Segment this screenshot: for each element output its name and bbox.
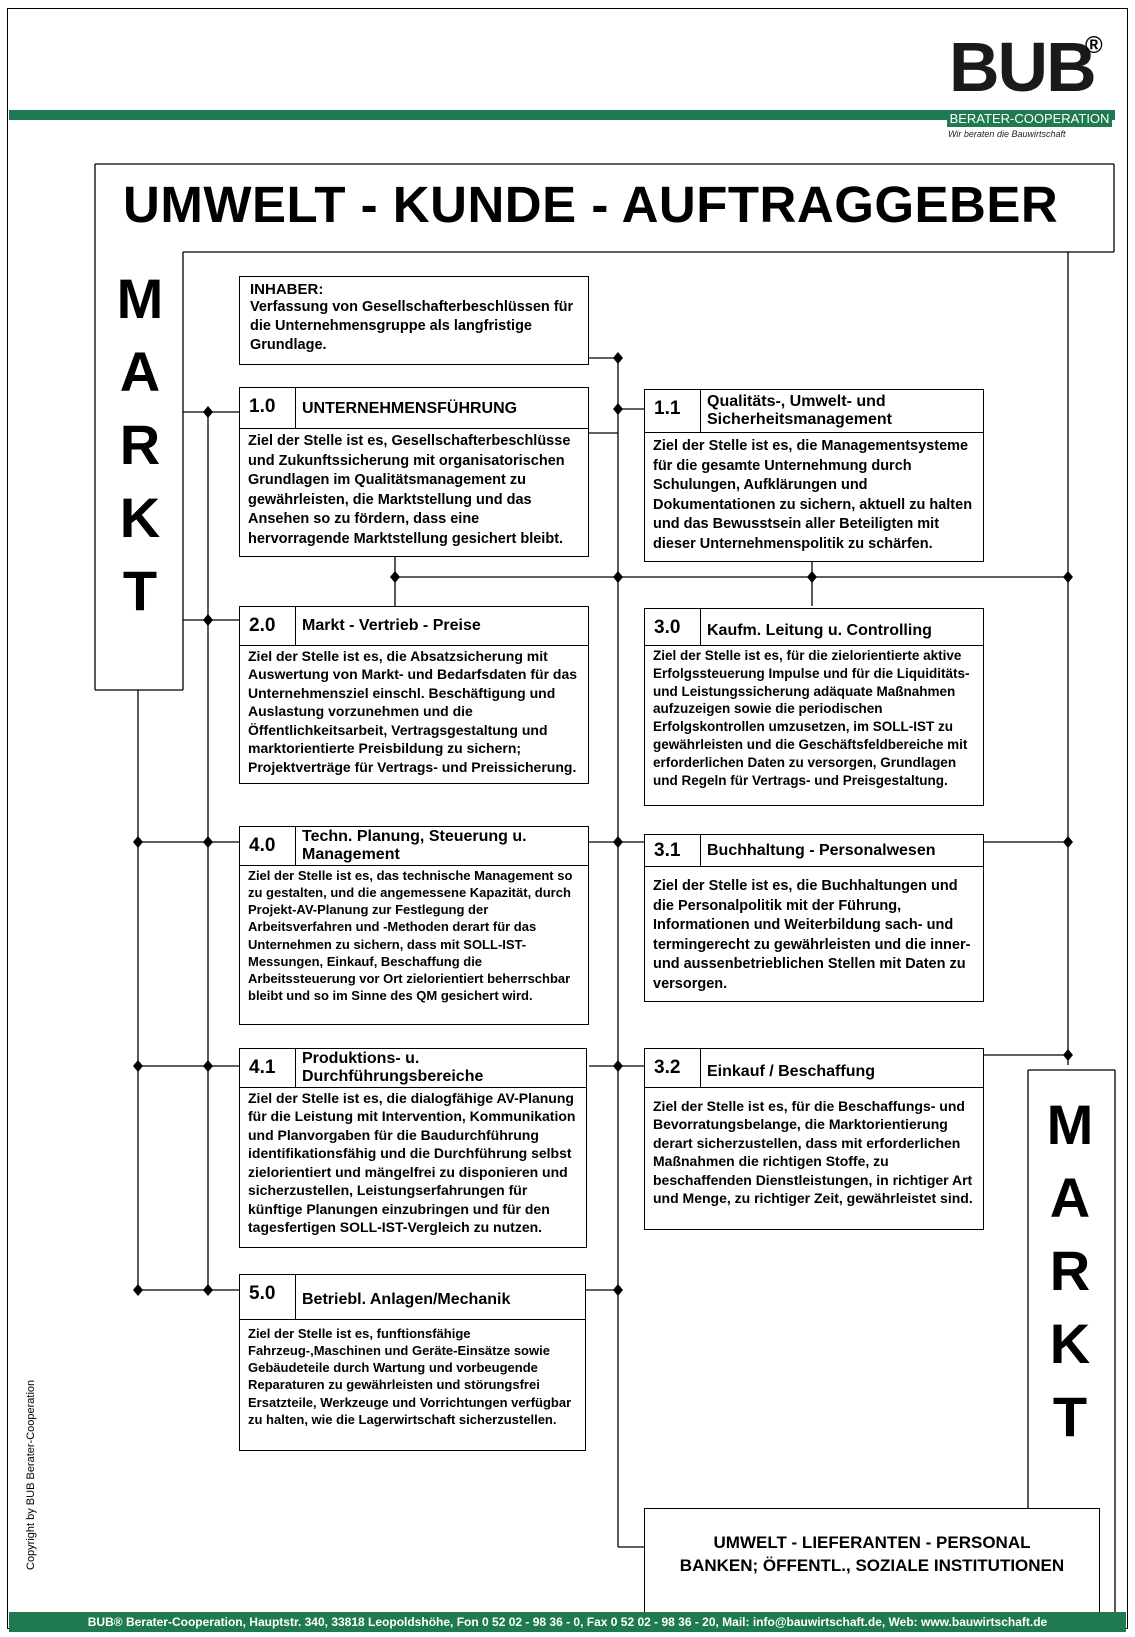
unit-box-4-0: 4.0 Techn. Planung, Steuerung u. Managem… — [239, 826, 589, 1025]
owner-label: INHABER: — [250, 281, 324, 298]
unit-box-5-0: 5.0 Betriebl. Anlagen/Mechanik Ziel der … — [239, 1274, 586, 1451]
unit-title: UNTERNEHMENSFÜHRUNG — [302, 400, 518, 417]
unit-description: Ziel der Stelle ist es, funftionsfähige … — [248, 1326, 572, 1427]
unit-box-3-2: 3.2 Einkauf / Beschaffung Ziel der Stell… — [644, 1048, 984, 1230]
market-left-letter: R — [119, 413, 161, 476]
unit-header: 5.0 Betriebl. Anlagen/Mechanik — [240, 1275, 585, 1320]
unit-box-1-1: 1.1 Qualitäts-, Umwelt- und Sicherheitsm… — [644, 389, 984, 562]
footer-contact: BUB® Berater-Cooperation, Hauptstr. 340,… — [9, 1612, 1126, 1632]
market-right-letter: M — [1046, 1093, 1094, 1156]
owner-text: Verfassung von Gesellschafterbeschlüssen… — [250, 299, 574, 353]
header-rule — [9, 110, 1115, 120]
unit-header: 3.1 Buchhaltung - Personalwesen — [645, 835, 983, 867]
unit-box-4-1: 4.1 Produktions- u. Durchführungsbereich… — [239, 1048, 587, 1248]
unit-header: 1.1 Qualitäts-, Umwelt- und Sicherheitsm… — [645, 390, 983, 433]
unit-description: Ziel der Stelle ist es, das technische M… — [248, 868, 573, 1004]
unit-title: Markt - Vertrieb - Preise — [302, 617, 481, 634]
unit-title: Einkauf / Beschaffung — [707, 1063, 876, 1080]
owner-box: INHABER: Verfassung von Gesellschafterbe… — [239, 276, 589, 365]
unit-number: 5.0 — [240, 1275, 296, 1319]
unit-description: Ziel der Stelle ist es, die Managementsy… — [653, 438, 973, 552]
market-right-letter: T — [1052, 1385, 1088, 1448]
unit-box-3-0: 3.0 Kaufm. Leitung u. Controlling Ziel d… — [644, 608, 984, 806]
banner-title: UMWELT - KUNDE - AUFTRAGGEBER — [123, 176, 1059, 233]
logo-name: BUB — [949, 28, 1097, 106]
bub-logo: BUB ® BERATER-COOPERATION Wir beraten di… — [943, 32, 1113, 147]
stakeholder-line-2: BANKEN; ÖFFENTL., SOZIALE INSTITUTIONEN — [679, 1556, 1065, 1575]
market-right-letter: K — [1049, 1312, 1091, 1375]
market-right-letter: A — [1049, 1166, 1091, 1229]
unit-number: 3.0 — [645, 609, 701, 645]
stakeholder-box: UMWELT - LIEFERANTEN - PERSONAL BANKEN; … — [644, 1508, 1100, 1623]
unit-number: 1.0 — [240, 388, 296, 428]
market-left-letter: T — [122, 559, 158, 622]
unit-header: 1.0 UNTERNEHMENSFÜHRUNG — [240, 388, 588, 429]
market-right-letter: R — [1049, 1239, 1091, 1302]
unit-description: Ziel der Stelle ist es, für die Beschaff… — [653, 1098, 973, 1207]
logo-tagline: Wir beraten die Bauwirtschaft — [948, 129, 1066, 139]
unit-header: 4.0 Techn. Planung, Steuerung u. Managem… — [240, 827, 588, 866]
unit-title: Buchhaltung - Personalwesen — [707, 842, 936, 859]
unit-title: Techn. Planung, Steuerung u. Management — [302, 828, 527, 863]
unit-title: Qualitäts-, Umwelt- und Sicherheitsmanag… — [707, 393, 892, 428]
unit-header: 4.1 Produktions- u. Durchführungsbereich… — [240, 1049, 586, 1088]
logo-registered-mark: ® — [1085, 32, 1103, 59]
market-left-letter: A — [119, 340, 161, 403]
copyright-note: Copyright by BUB Berater-Cooperation — [25, 1379, 37, 1570]
unit-box-2-0: 2.0 Markt - Vertrieb - Preise Ziel der S… — [239, 606, 589, 784]
unit-description: Ziel der Stelle ist es, für die zielorie… — [653, 648, 970, 788]
unit-box-3-1: 3.1 Buchhaltung - Personalwesen Ziel der… — [644, 834, 984, 1002]
market-left-letter: K — [119, 486, 161, 549]
unit-header: 3.0 Kaufm. Leitung u. Controlling — [645, 609, 983, 646]
logo-subtitle: BERATER-COOPERATION — [947, 111, 1112, 127]
unit-number: 4.0 — [240, 827, 296, 865]
unit-description: Ziel der Stelle ist es, die Buchhaltunge… — [653, 878, 971, 992]
unit-description: Ziel der Stelle ist es, die Absatzsicher… — [248, 648, 578, 775]
unit-title: Kaufm. Leitung u. Controlling — [707, 622, 932, 639]
unit-box-1-0: 1.0 UNTERNEHMENSFÜHRUNG Ziel der Stelle … — [239, 387, 589, 557]
unit-number: 3.1 — [645, 835, 701, 866]
unit-number: 1.1 — [645, 390, 701, 432]
unit-number: 2.0 — [240, 607, 296, 645]
unit-title: Produktions- u. Durchführungsbereiche — [302, 1050, 484, 1085]
unit-title: Betriebl. Anlagen/Mechanik — [302, 1291, 511, 1308]
unit-number: 3.2 — [645, 1049, 701, 1087]
stakeholder-line-1: UMWELT - LIEFERANTEN - PERSONAL — [713, 1533, 1031, 1552]
market-left-letter: M — [116, 267, 164, 330]
unit-header: 2.0 Markt - Vertrieb - Preise — [240, 607, 588, 646]
unit-description: Ziel der Stelle ist es, Gesellschafterbe… — [248, 433, 571, 547]
unit-header: 3.2 Einkauf / Beschaffung — [645, 1049, 983, 1088]
unit-description: Ziel der Stelle ist es, die dialogfähige… — [248, 1090, 576, 1236]
unit-number: 4.1 — [240, 1049, 296, 1087]
